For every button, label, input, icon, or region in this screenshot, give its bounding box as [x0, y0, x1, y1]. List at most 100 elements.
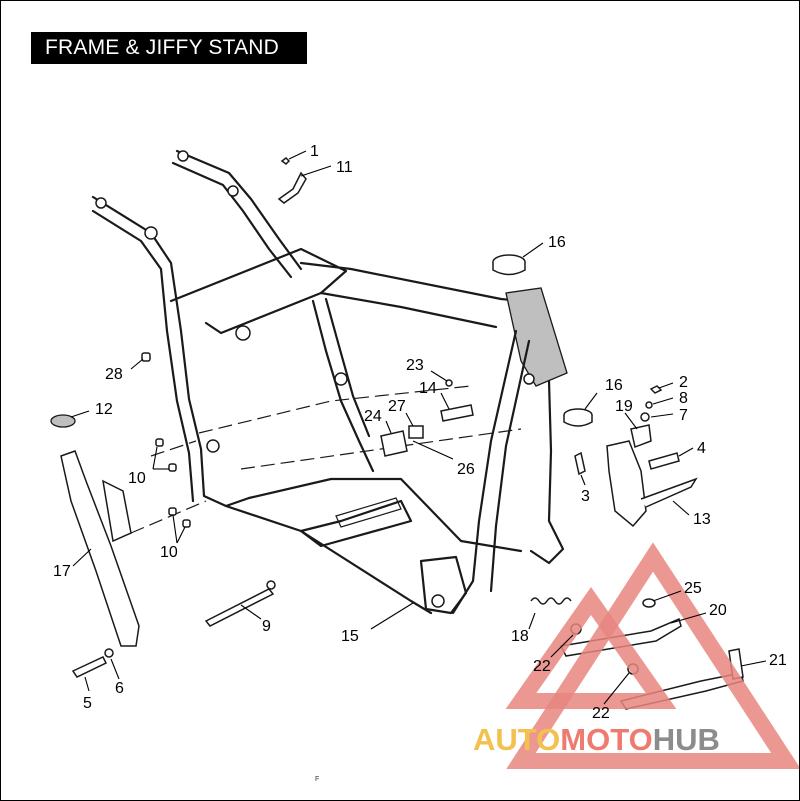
part-bearing-cup-16b-body [563, 415, 593, 427]
callout-8: 8 [679, 390, 688, 407]
callout-11: 11 [336, 159, 353, 176]
callout-28: 28 [105, 366, 123, 383]
callout-25: 25 [684, 580, 702, 597]
page-title: FRAME & JIFFY STAND [31, 32, 307, 64]
callout-1: 1 [310, 143, 319, 160]
leader-lines [70, 150, 767, 705]
callout-16-top: 16 [548, 234, 566, 251]
callout-14: 14 [419, 380, 437, 397]
frame-seat-post-inner [324, 297, 371, 438]
part-plate-24 [380, 430, 408, 457]
part-spring-18 [530, 597, 572, 605]
watermark-text-auto: AUTO [473, 722, 560, 757]
part-bolt-2 [649, 385, 663, 394]
callout-22-lower: 22 [592, 705, 610, 722]
part-grommet-10b [168, 463, 177, 472]
frame-hole-2 [95, 197, 107, 209]
part-bearing-cup-16-body [492, 262, 526, 276]
frame-seat-cross [169, 247, 348, 335]
frame-hole-4 [227, 185, 239, 197]
part-bolt-5 [71, 656, 108, 678]
part-cap-12 [50, 414, 76, 428]
part-rail-17-bracket [102, 479, 132, 543]
frame-down-tube-right [529, 379, 565, 565]
frame-steering-head [505, 287, 568, 387]
callout-15: 15 [341, 628, 359, 645]
watermark-triangle-outer [506, 542, 799, 769]
callout-21: 21 [769, 652, 787, 669]
watermark-text-moto: MOTO [560, 722, 652, 757]
frame-hole-3 [177, 150, 189, 162]
part-bolt-14 [440, 404, 474, 422]
footer-mark: F [315, 776, 319, 783]
frame-hole-6 [235, 325, 251, 341]
callouts: 1 11 16 28 12 23 14 27 24 26 16 2 8 7 19… [53, 143, 787, 722]
frame-hole-8 [334, 372, 348, 386]
frame-cross-member [299, 499, 413, 548]
frame-hole-9 [523, 373, 535, 385]
frame-rear-rail [175, 149, 303, 271]
frame-hidden-line-1 [198, 385, 472, 434]
frame-hidden-line-4 [150, 440, 197, 457]
part-grommet-10a [155, 438, 164, 447]
part-bushing-25 [642, 598, 656, 608]
part-grommet-10d [182, 519, 191, 528]
part-nut-7 [640, 412, 650, 422]
callout-27: 27 [388, 398, 406, 415]
part-washer-6 [104, 648, 114, 658]
watermark-text-hub: HUB [653, 722, 720, 757]
callout-26: 26 [457, 461, 475, 478]
part-screw-1 [280, 157, 291, 165]
callout-18: 18 [511, 628, 529, 645]
callout-12: 12 [95, 401, 113, 418]
callout-9: 9 [262, 618, 271, 635]
frame-seat-post [311, 299, 375, 473]
frame-drawing [91, 149, 568, 615]
frame-serial-plate [335, 497, 402, 528]
part-grommet-10c [168, 507, 177, 516]
part-rail-17 [60, 450, 140, 647]
part-pin-3 [574, 451, 586, 476]
watermark-triangle-inner [505, 587, 677, 709]
part-stand-bracket-13 [606, 440, 647, 528]
frame-hidden-line-3 [130, 500, 207, 534]
callout-7: 7 [679, 407, 688, 424]
callout-19: 19 [615, 398, 633, 415]
frame-down-tube-left-inner [489, 339, 531, 593]
frame-hidden-line-2 [240, 428, 522, 470]
callout-3: 3 [581, 488, 590, 505]
part-spacer-27 [408, 425, 424, 439]
part-bushing-28 [141, 352, 151, 362]
watermark-text: AUTOMOTOHUB [473, 722, 720, 757]
callout-23: 23 [406, 357, 424, 374]
callout-17: 17 [53, 563, 71, 580]
callout-10-lower: 10 [160, 544, 178, 561]
frame-hole-1 [144, 226, 158, 240]
part-clip-11 [277, 171, 307, 204]
frame-bottom-rail-left [224, 504, 433, 615]
frame-lower-gusset [419, 555, 468, 615]
callout-4: 4 [697, 440, 706, 457]
watermark [505, 542, 799, 769]
callout-24: 24 [364, 408, 382, 425]
callout-22-upper: 22 [533, 658, 551, 675]
callout-5: 5 [83, 695, 92, 712]
callout-13: 13 [693, 511, 711, 528]
callout-6: 6 [115, 680, 124, 697]
frame-left-upright-inner [91, 209, 195, 503]
frame-hole-7 [431, 594, 445, 608]
callout-16-bottom: 16 [605, 377, 623, 394]
part-cable-strap-9 [204, 588, 275, 627]
svg-text:AUTOMOTOHUB: AUTOMOTOHUB [473, 722, 720, 757]
frame-bottom-rail-right [247, 477, 523, 553]
part-washer-8 [645, 401, 653, 409]
part-screw-23 [445, 379, 453, 387]
callout-2: 2 [679, 374, 688, 391]
part-bracket-19 [630, 424, 652, 449]
callout-10-upper: 10 [128, 470, 146, 487]
part-bolt-4 [648, 452, 680, 470]
frame-left-upright [91, 195, 251, 508]
frame-backbone-lower [319, 291, 498, 329]
